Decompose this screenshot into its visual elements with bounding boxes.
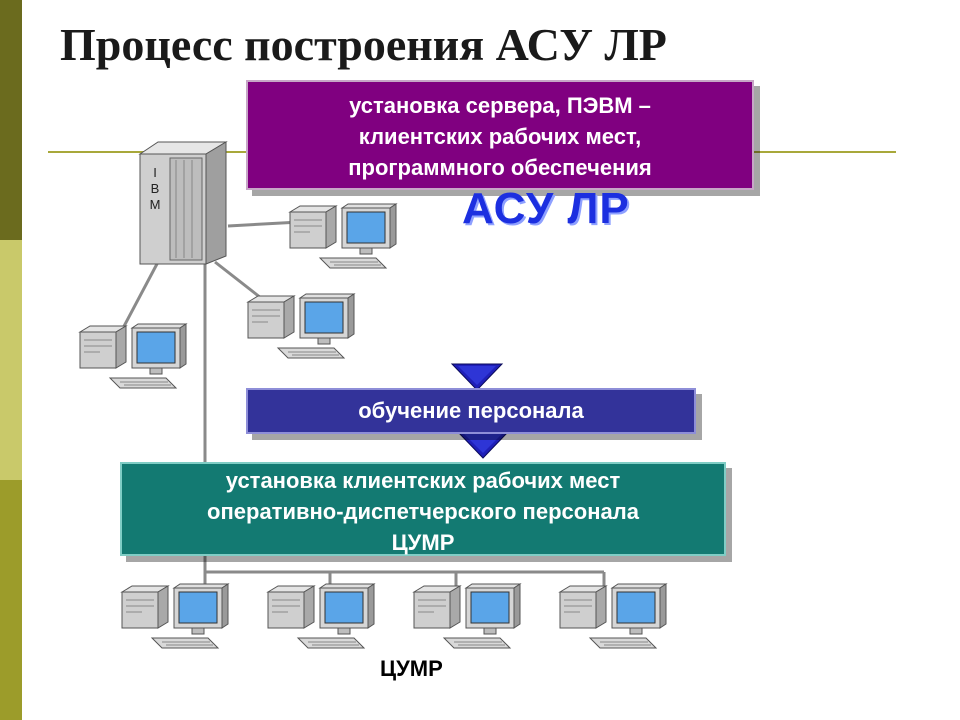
step-text-line: установка сервера, ПЭВМ – <box>349 92 651 118</box>
server-brand-letter: B <box>150 181 160 196</box>
step-text-line: программного обеспечения <box>348 154 652 180</box>
step-server-setup: установка сервера, ПЭВМ – клиентских раб… <box>246 80 754 190</box>
center-label: ЦУМР <box>380 656 443 681</box>
server-brand-letter: I <box>153 165 157 180</box>
decor-stripe-bottom <box>0 480 22 720</box>
workstation-icon <box>79 323 187 389</box>
workstation-icon <box>559 583 667 649</box>
server-brand-label: I B M <box>149 165 161 213</box>
slide-title: Процесс построения АСУ ЛР <box>60 19 667 70</box>
step-text-line: установка клиентских рабочих мест <box>225 467 621 493</box>
workstation-icon <box>247 293 355 359</box>
workstation-icon <box>413 583 521 649</box>
workstation-icon <box>267 583 375 649</box>
system-label: АСУ ЛР <box>462 184 630 233</box>
down-arrow-icon <box>457 431 509 459</box>
step-text-line: обучение персонала <box>358 398 584 423</box>
step-text-line: клиентских рабочих мест, <box>358 123 642 149</box>
workstation-icon <box>289 203 397 269</box>
step-text-line: ЦУМР <box>391 529 455 555</box>
decor-stripe-top <box>0 0 22 240</box>
step-text-line: оперативно-диспетчерского персонала <box>207 498 639 524</box>
server-brand-letter: M <box>149 197 161 212</box>
step-client-setup: установка клиентских рабочих мест операт… <box>120 462 726 556</box>
workstation-icon <box>121 583 229 649</box>
down-arrow-icon <box>451 363 503 391</box>
step-staff-training: обучение персонала <box>246 388 696 434</box>
server-tower-icon <box>138 141 228 265</box>
decor-stripe-middle <box>0 240 22 480</box>
